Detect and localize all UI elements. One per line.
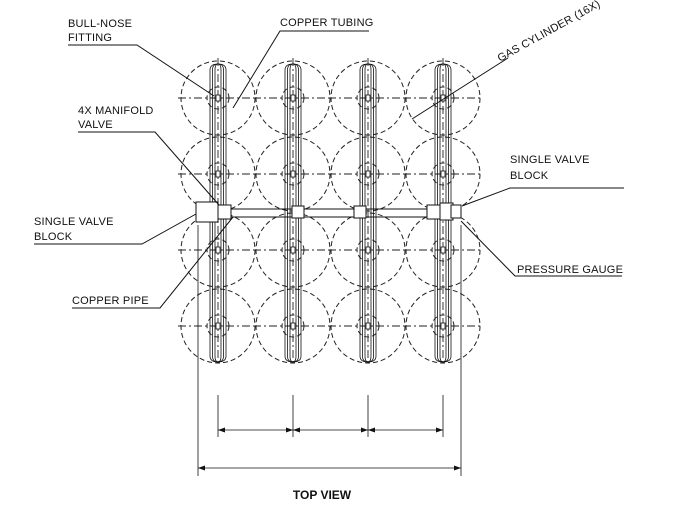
bull-nose-fitting <box>365 246 371 254</box>
copper-tubing-group <box>209 63 452 363</box>
label-manifold-line1: 4X MANIFOLD <box>78 105 154 117</box>
bull-nose-fitting <box>440 246 446 254</box>
label-single-valve-block-right-line1: SINGLE VALVE <box>510 154 590 166</box>
bull-nose-fitting <box>440 322 446 330</box>
label-gas-cylinder: GAS CYLINDER (16X) <box>496 0 603 65</box>
bull-nose-fitting <box>290 170 296 178</box>
label-copper-tubing: COPPER TUBING <box>280 17 373 29</box>
bull-nose-fitting <box>440 170 446 178</box>
label-pressure-gauge: PRESSURE GAUGE <box>517 264 623 276</box>
gas-cylinder <box>403 134 483 214</box>
gas-cylinder <box>178 58 258 138</box>
bull-nose-fitting <box>365 322 371 330</box>
bull-nose-fitting <box>290 322 296 330</box>
manifold-valves <box>217 204 441 220</box>
bull-nose-fitting <box>365 94 371 102</box>
gas-cylinder <box>403 286 483 366</box>
gas-cylinder <box>328 134 408 214</box>
copper-tubing-coil <box>359 63 377 363</box>
gas-cylinder <box>403 58 483 138</box>
view-title: TOP VIEW <box>293 488 352 502</box>
gas-cylinder <box>178 286 258 366</box>
copper-tubing-coil <box>284 63 302 363</box>
gas-cylinder <box>403 210 483 290</box>
copper-tubing-coil <box>209 63 227 363</box>
leader-lines <box>34 30 624 309</box>
copper-tubing-coil <box>434 63 452 363</box>
dimension-lines <box>197 225 462 476</box>
label-single-valve-block-left-line1: SINGLE VALVE <box>34 216 114 228</box>
bull-nose-fitting <box>290 246 296 254</box>
bull-nose-fitting <box>215 322 221 330</box>
manifold-valve <box>426 204 441 220</box>
bull-nose-fitting <box>215 246 221 254</box>
single-valve-block-left <box>195 201 219 223</box>
gas-cylinder <box>253 210 333 290</box>
gas-cylinder <box>328 210 408 290</box>
label-bull-nose-line2: FITTING <box>68 32 112 44</box>
gas-cylinder <box>253 58 333 138</box>
manifold-valve <box>291 205 305 219</box>
gas-cylinder <box>328 58 408 138</box>
gas-cylinder-array <box>178 58 483 366</box>
bull-nose-fitting <box>215 94 221 102</box>
bull-nose-fitting <box>215 170 221 178</box>
manifold-valve <box>217 204 232 220</box>
label-bull-nose-line1: BULL-NOSE <box>68 18 132 30</box>
gas-cylinder <box>328 286 408 366</box>
copper-pipe-manifold <box>222 208 450 218</box>
label-single-valve-block-left-line2: BLOCK <box>34 231 73 243</box>
gas-cylinder <box>253 134 333 214</box>
pressure-gauge <box>450 204 462 219</box>
bull-nose-fitting <box>365 170 371 178</box>
bull-nose-fitting <box>290 94 296 102</box>
gas-cylinder <box>253 286 333 366</box>
label-copper-pipe: COPPER PIPE <box>72 295 149 307</box>
label-single-valve-block-right-line2: BLOCK <box>510 170 549 182</box>
label-manifold-line2: VALVE <box>78 119 113 131</box>
manifold-valve <box>353 205 367 219</box>
